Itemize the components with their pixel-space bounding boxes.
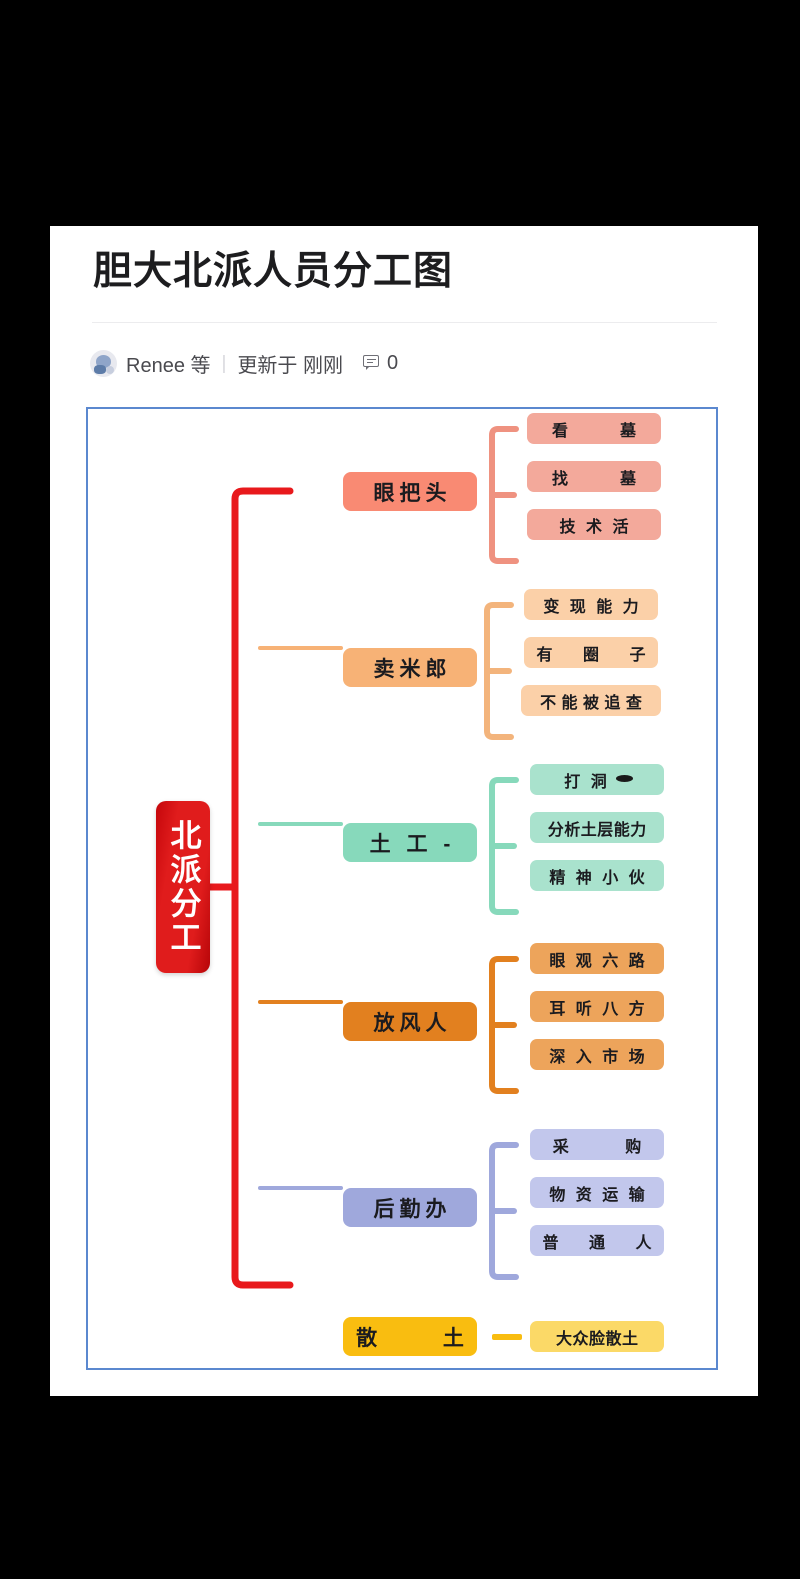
leaf-node-5-2[interactable]: 物 资 运 输 <box>530 1177 664 1208</box>
leaf-node-1-2-label: 找 <box>551 470 594 488</box>
leaf-node-5-3-label: 普 通 人 <box>542 1234 665 1252</box>
comment-line-2 <box>366 361 373 364</box>
leaf-node-5-3[interactable]: 普 通 人 <box>530 1225 664 1256</box>
avatar-shape-primary <box>96 354 111 368</box>
leaf-node-4-3[interactable]: 深 入 市 场 <box>530 1039 664 1070</box>
comment-group[interactable]: 0 <box>363 352 398 375</box>
comment-icon <box>363 355 381 371</box>
leaf-node-2-1[interactable]: 变 现 能 力 <box>524 589 658 620</box>
leaf-node-2-2[interactable]: 有 圈 子 <box>524 637 658 668</box>
branch-node-5-label: 后勤办 <box>373 1197 452 1221</box>
leaf-node-2-3-label: 不 能 被 追 查 <box>540 694 643 712</box>
branch-node-1[interactable]: 眼把头 <box>343 472 477 511</box>
bracket-connector-1 <box>489 426 519 564</box>
bracket-connector-5 <box>489 1142 519 1280</box>
stub-connector-6-leaf <box>492 1334 522 1340</box>
leaf-node-3-1[interactable]: 打 洞 <box>530 764 664 795</box>
leaf-node-1-2[interactable]: 找墓 <box>527 461 661 492</box>
diagram-frame[interactable]: 北派分工 眼把头 看墓 找墓 技 术 活 卖米郎 <box>86 407 718 1370</box>
author-label[interactable]: Renee 等 <box>126 354 211 377</box>
comment-count: 0 <box>387 351 399 374</box>
leaf-node-3-2-label: 分析土层能力 <box>547 821 647 839</box>
diagram-canvas: 北派分工 眼把头 看墓 找墓 技 术 活 卖米郎 <box>88 409 716 1368</box>
leaf-node-1-1-label: 看 <box>551 422 594 440</box>
title-divider <box>92 322 717 323</box>
leaf-node-2-3[interactable]: 不 能 被 追 查 <box>521 685 661 716</box>
avatar[interactable] <box>90 349 117 377</box>
branch-node-3-label: 土 工 - <box>369 832 456 856</box>
document-meta-row: Renee 等 | 更新于 刚刚 0 <box>90 348 398 378</box>
branch-node-6[interactable]: 散 土 <box>343 1317 477 1356</box>
leaf-node-1-3-label: 技 术 活 <box>559 518 632 536</box>
branch-node-4[interactable]: 放风人 <box>343 1002 477 1041</box>
leaf-node-5-2-label: 物 资 运 输 <box>549 1186 648 1204</box>
stub-connector-2 <box>258 646 343 650</box>
branch-node-1-label: 眼把头 <box>373 481 452 505</box>
avatar-shape-secondary <box>94 364 106 374</box>
document-card: 胆大北派人员分工图 Renee 等 | 更新于 刚刚 0 <box>50 226 758 1396</box>
comment-tail-shape <box>366 366 370 370</box>
page-title: 胆大北派人员分工图 <box>93 250 454 293</box>
bracket-connector-3 <box>489 777 519 915</box>
updated-label: 更新于 刚刚 <box>237 354 343 377</box>
leaf-node-3-3-label: 精 神 小 伙 <box>549 869 648 887</box>
leaf-node-3-1-label: 打 洞 <box>564 773 610 791</box>
leaf-node-5-1[interactable]: 采 购 <box>530 1129 664 1160</box>
leaf-node-5-1-label: 采 购 <box>552 1138 668 1156</box>
root-node-label: 北派分工 <box>165 819 201 955</box>
branch-node-4-label: 放风人 <box>373 1011 452 1035</box>
leaf-node-2-2-label: 有 圈 子 <box>536 646 659 664</box>
leaf-node-2-1-label: 变 现 能 力 <box>543 598 642 616</box>
stub-connector-5 <box>258 1186 343 1190</box>
comment-bubble-shape <box>363 355 379 367</box>
stub-connector-4 <box>258 1000 343 1004</box>
branch-node-2-label: 卖米郎 <box>373 657 452 681</box>
bracket-connector-2 <box>484 602 514 740</box>
hole-blob-icon <box>615 775 633 782</box>
leaf-node-1-1-label-b: 墓 <box>620 422 663 440</box>
leaf-node-1-2-label-b: 墓 <box>620 470 663 488</box>
leaf-node-4-3-label: 深 入 市 场 <box>549 1048 648 1066</box>
leaf-node-3-2[interactable]: 分析土层能力 <box>530 812 664 843</box>
root-bracket-connector <box>204 487 294 1289</box>
avatar-shape-tertiary <box>106 365 114 374</box>
bracket-connector-4 <box>489 956 519 1094</box>
leaf-node-4-1-label: 眼 观 六 路 <box>549 952 648 970</box>
leaf-node-1-3[interactable]: 技 术 活 <box>527 509 661 540</box>
leaf-node-4-2[interactable]: 耳 听 八 方 <box>530 991 664 1022</box>
leaf-node-4-1[interactable]: 眼 观 六 路 <box>530 943 664 974</box>
leaf-node-1-1[interactable]: 看墓 <box>527 413 661 444</box>
meta-divider: | <box>221 352 227 374</box>
branch-node-5[interactable]: 后勤办 <box>343 1188 477 1227</box>
leaf-node-3-3[interactable]: 精 神 小 伙 <box>530 860 664 891</box>
comment-line-1 <box>366 358 376 361</box>
stub-connector-3 <box>258 822 343 826</box>
branch-node-2[interactable]: 卖米郎 <box>343 648 477 687</box>
leaf-node-4-2-label: 耳 听 八 方 <box>549 1000 648 1018</box>
leaf-node-6-1-label: 大众脸散土 <box>555 1330 639 1348</box>
root-node[interactable]: 北派分工 <box>156 801 210 973</box>
branch-node-3[interactable]: 土 工 - <box>343 823 477 862</box>
leaf-node-6-1[interactable]: 大众脸散土 <box>530 1321 664 1352</box>
branch-node-6-label: 散 土 <box>356 1326 494 1350</box>
